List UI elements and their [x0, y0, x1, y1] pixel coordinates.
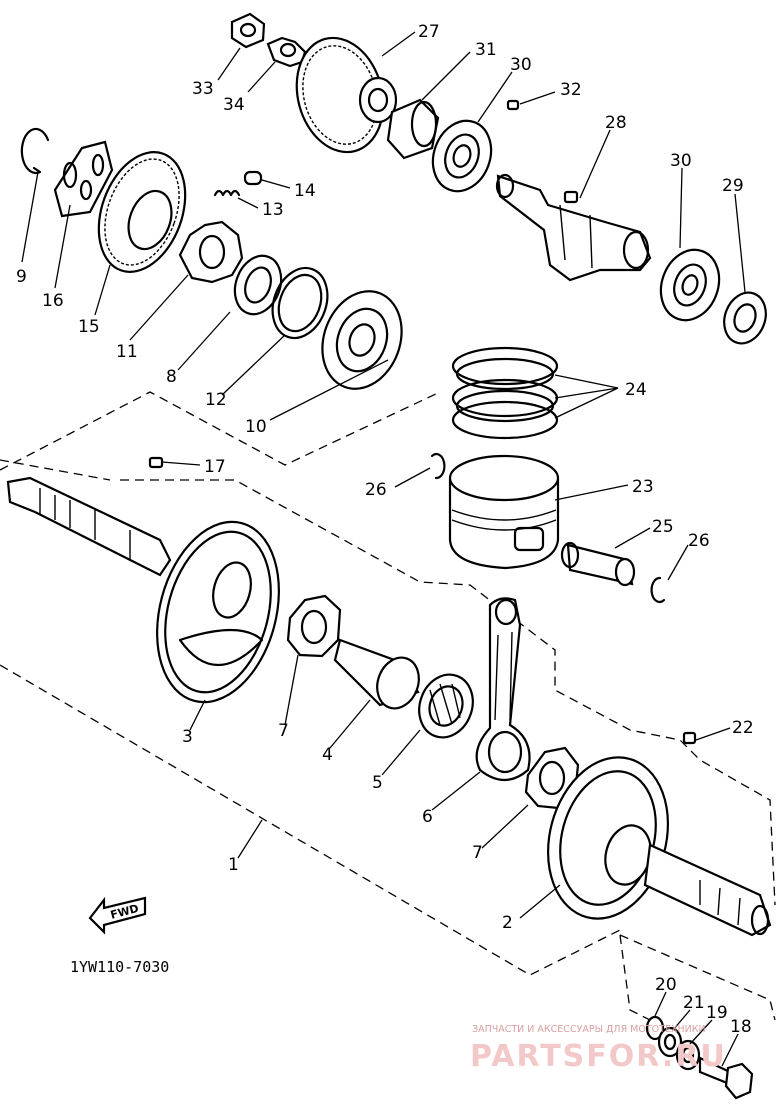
key-17: [148, 456, 164, 469]
callout-21: 21: [683, 993, 705, 1013]
assembly-group-outline: [0, 391, 776, 976]
callout-17: 17: [204, 457, 226, 477]
callout-24: 24: [625, 380, 647, 400]
callout-1: 1: [228, 855, 239, 875]
key-32: [506, 99, 520, 111]
callout-20: 20: [655, 975, 677, 995]
piston-pin-25: [560, 541, 636, 587]
leader-lines: [21, 31, 746, 1067]
circlip-26a: [430, 452, 446, 480]
bearing-30a: [431, 119, 493, 193]
crank-pin-4: [333, 638, 420, 710]
callout-6: 6: [422, 807, 433, 827]
hub-11: [178, 220, 244, 284]
pin-14: [243, 170, 263, 186]
callout-19: 19: [706, 1003, 728, 1023]
callout-8: 8: [166, 367, 177, 387]
callout-14: 14: [294, 181, 316, 201]
callout-33: 33: [192, 79, 214, 99]
connecting-rod-6: [475, 597, 531, 782]
callout-32: 32: [560, 80, 582, 100]
callout-3: 3: [182, 727, 193, 747]
bearing-10: [321, 290, 403, 390]
gear-15: [97, 151, 187, 273]
callout-26b: 26: [688, 531, 710, 551]
callout-5: 5: [372, 773, 383, 793]
lock-washer-34: [266, 36, 307, 68]
nut-33: [230, 12, 266, 49]
circlip-26b: [650, 576, 666, 604]
washer-21: [657, 1026, 683, 1058]
callout-16: 16: [42, 291, 64, 311]
callout-7b: 7: [472, 843, 483, 863]
washer-19: [675, 1039, 701, 1071]
balancer-shaft-28: [495, 173, 652, 282]
callout-28: 28: [605, 113, 627, 133]
collar-31: [386, 98, 440, 160]
crank-right-2: [546, 756, 772, 937]
callout-7a: 7: [278, 721, 289, 741]
bearing-29: [723, 291, 767, 345]
drawing-code: 1YW110-7030: [70, 958, 169, 976]
piston-rings-24: [451, 346, 559, 440]
callout-27: 27: [418, 22, 440, 42]
callout-31: 31: [475, 40, 497, 60]
callout-2: 2: [502, 913, 513, 933]
spring-13: [213, 189, 241, 197]
callout-4: 4: [322, 745, 333, 765]
callout-22: 22: [732, 718, 754, 738]
washer-20: [645, 1015, 665, 1041]
callouts: 33 34 27 31 30 32 28 30 29 9 16 15 14 13…: [16, 22, 754, 1037]
key-22: [682, 731, 697, 745]
needle-bearing-5: [418, 673, 474, 739]
plate-16: [53, 140, 114, 218]
callout-18: 18: [730, 1017, 752, 1037]
oil-seal-8: [233, 254, 283, 316]
callout-10: 10: [245, 417, 267, 437]
piston-23: [448, 454, 560, 570]
watermark-caption: ЗАПЧАСТИ И АКСЕССУАРЫ ДЛЯ МОТОТЕХНИКИ: [472, 1024, 706, 1035]
fwd-arrow-icon: FWD: [88, 896, 147, 935]
callout-25: 25: [652, 517, 674, 537]
callout-9: 9: [16, 267, 27, 287]
bearing-30b: [659, 248, 721, 322]
callout-12: 12: [205, 390, 227, 410]
watermark-brand: PARTSFOR.RU: [470, 1039, 727, 1074]
callout-23: 23: [632, 477, 654, 497]
crank-left-3: [6, 476, 280, 704]
watermark: ЗАПЧАСТИ И АКСЕССУАРЫ ДЛЯ МОТОТЕХНИКИ PA…: [470, 1024, 727, 1074]
thrust-washer-7a: [286, 594, 342, 658]
callout-30b: 30: [670, 151, 692, 171]
bolt-18: [698, 1056, 754, 1100]
callout-13: 13: [262, 200, 284, 220]
callout-29: 29: [722, 176, 744, 196]
callout-34: 34: [223, 95, 245, 115]
shim-12: [271, 266, 329, 340]
callout-15: 15: [78, 317, 100, 337]
callout-26a: 26: [365, 480, 387, 500]
circlip-9: [20, 127, 50, 175]
gear-27: [295, 36, 398, 154]
callout-30a: 30: [510, 55, 532, 75]
callout-11: 11: [116, 342, 138, 362]
